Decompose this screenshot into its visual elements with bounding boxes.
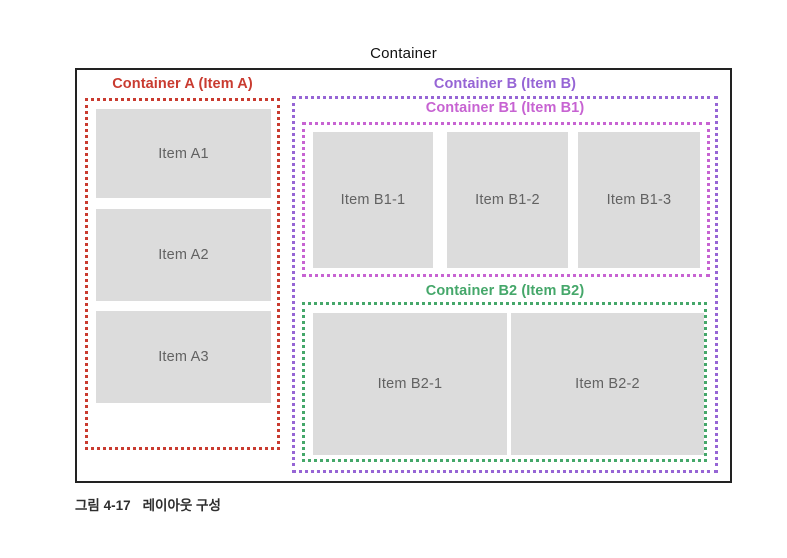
figure-caption-number: 그림 4-17 <box>75 498 131 513</box>
container-b2-box: Item B2-1 Item B2-2 <box>302 302 707 462</box>
item-b2-1-box: Item B2-1 <box>313 313 507 455</box>
container-b1-label: Container B1 (Item B1) <box>425 100 585 116</box>
figure-caption-text: 레이아웃 구성 <box>142 498 221 513</box>
container-b-box: Container B1 (Item B1) Item B1-1 Item B1… <box>292 96 718 473</box>
item-a1-box: Item A1 <box>96 109 271 198</box>
container-title: Container <box>370 45 437 62</box>
item-b1-2-box: Item B1-2 <box>447 132 568 268</box>
container-b1-box: Item B1-1 Item B1-2 Item B1-3 <box>302 122 710 277</box>
container-a-box: Item A1 Item A2 Item A3 <box>85 98 280 450</box>
figure-caption: 그림 4-17 레이아웃 구성 <box>75 494 221 514</box>
item-a2-box: Item A2 <box>96 209 271 301</box>
item-b2-2-box: Item B2-2 <box>511 313 704 455</box>
container-b2-label: Container B2 (Item B2) <box>425 283 585 299</box>
container-a-label: Container A (Item A) <box>112 76 253 92</box>
item-b1-3-box: Item B1-3 <box>578 132 700 268</box>
container-b-label: Container B (Item B) <box>433 76 577 92</box>
item-b1-1-box: Item B1-1 <box>313 132 433 268</box>
item-a3-box: Item A3 <box>96 311 271 403</box>
container-box: Container A (Item A) Item A1 Item A2 Ite… <box>75 68 732 483</box>
